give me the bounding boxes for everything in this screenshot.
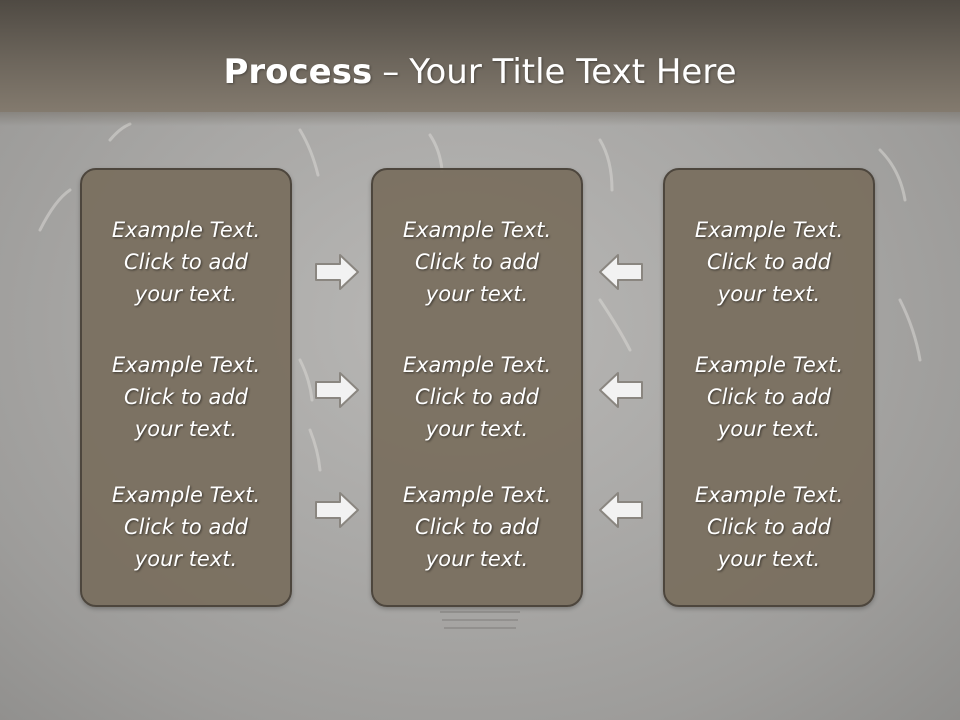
- text-block[interactable]: Example Text. Click to add your text.: [373, 349, 581, 445]
- text-line: Click to add: [123, 515, 248, 539]
- text-block[interactable]: Example Text. Click to add your text.: [373, 479, 581, 575]
- arrow-left-icon[interactable]: [598, 490, 644, 530]
- text-block[interactable]: Example Text. Click to add your text.: [665, 214, 873, 310]
- text-line: Click to add: [123, 385, 248, 409]
- text-line: Example Text.: [111, 218, 261, 242]
- title-bar: [0, 0, 960, 126]
- arrow-right-icon[interactable]: [314, 252, 360, 292]
- text-line: your text.: [134, 282, 238, 306]
- arrow-right-icon[interactable]: [314, 370, 360, 410]
- text-line: Click to add: [123, 250, 248, 274]
- text-line: Click to add: [706, 250, 831, 274]
- text-line: your text.: [717, 282, 821, 306]
- text-line: your text.: [134, 547, 238, 571]
- text-line: Click to add: [414, 250, 539, 274]
- text-line: Click to add: [706, 385, 831, 409]
- text-line: your text.: [717, 417, 821, 441]
- text-line: your text.: [425, 417, 529, 441]
- text-block[interactable]: Example Text. Click to add your text.: [82, 479, 290, 575]
- text-block[interactable]: Example Text. Click to add your text.: [82, 349, 290, 445]
- text-block[interactable]: Example Text. Click to add your text.: [82, 214, 290, 310]
- text-panel-left[interactable]: Example Text. Click to add your text. Ex…: [80, 168, 292, 607]
- text-line: Example Text.: [402, 353, 552, 377]
- title-text: Your Title Text Here: [409, 52, 737, 92]
- title-bold-text: Process: [223, 52, 373, 92]
- text-line: your text.: [134, 417, 238, 441]
- text-line: your text.: [717, 547, 821, 571]
- text-block[interactable]: Example Text. Click to add your text.: [665, 479, 873, 575]
- text-line: Click to add: [414, 515, 539, 539]
- text-line: your text.: [425, 547, 529, 571]
- arrow-left-icon[interactable]: [598, 252, 644, 292]
- arrow-left-icon[interactable]: [598, 370, 644, 410]
- title-separator: –: [382, 52, 400, 92]
- text-line: Example Text.: [402, 483, 552, 507]
- text-line: Example Text.: [694, 353, 844, 377]
- text-line: Example Text.: [694, 218, 844, 242]
- text-line: Example Text.: [111, 483, 261, 507]
- text-line: Example Text.: [111, 353, 261, 377]
- text-line: your text.: [425, 282, 529, 306]
- text-line: Click to add: [414, 385, 539, 409]
- arrow-right-icon[interactable]: [314, 490, 360, 530]
- text-panel-center[interactable]: Example Text. Click to add your text. Ex…: [371, 168, 583, 607]
- text-line: Example Text.: [694, 483, 844, 507]
- text-block[interactable]: Example Text. Click to add your text.: [665, 349, 873, 445]
- text-line: Example Text.: [402, 218, 552, 242]
- text-block[interactable]: Example Text. Click to add your text.: [373, 214, 581, 310]
- text-panel-right[interactable]: Example Text. Click to add your text. Ex…: [663, 168, 875, 607]
- slide-title[interactable]: Process–Your Title Text Here: [0, 52, 960, 92]
- text-line: Click to add: [706, 515, 831, 539]
